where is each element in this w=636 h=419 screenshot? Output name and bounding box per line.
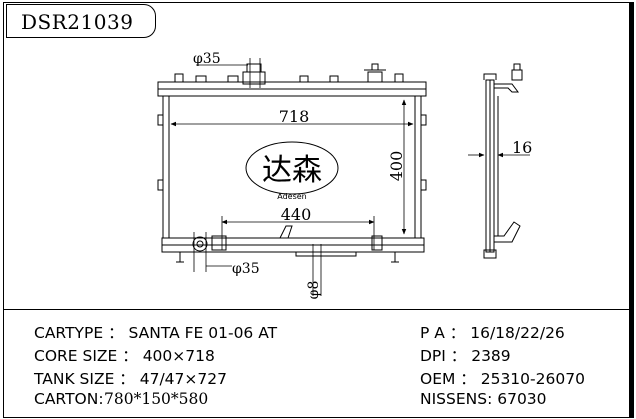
dim-bottom-diameter-leader [193,232,232,272]
spec-carton-label: CARTON: [34,390,104,408]
dim-inner-line [221,216,375,250]
logo-subtext: Adesen [277,192,307,201]
radiator-drawing: 718 400 440 φ35 φ35 φ8 达森 Adesen [157,51,532,300]
dim-height-label: 400 [387,151,406,182]
side-top-pipe [494,83,519,93]
side-bottom-pipe [494,221,521,243]
dim-small-diameter-leader [312,244,322,296]
drawing-frame [3,2,634,418]
dim-width-label: 718 [279,107,310,126]
bottom-feet [176,252,399,263]
brand-logo: 达森 Adesen [245,141,339,201]
part-number-title: DSR21039 [21,10,134,34]
spec-divider [3,309,631,310]
dim-inner-label: 440 [281,205,312,224]
dim-small-diameter-label: φ8 [306,281,322,300]
spec-dpi: DPI ： 2389 [420,347,511,365]
title-tab: DSR21039 [6,4,156,38]
side-filler-neck [511,63,523,81]
side-brackets [157,114,427,191]
side-view [483,63,523,259]
filler-neck [364,63,386,82]
spec-core-size: CORE SIZE ： 400×718 [34,347,215,365]
spec-carton-value: 780*150*580 [104,390,209,408]
spec-oem: OEM ： 25310-26070 [420,370,585,388]
dim-top-diameter-label: φ35 [193,51,221,67]
spec-cartype: CARTYPE ： SANTA FE 01-06 AT [34,324,278,342]
drain-plug [279,225,293,239]
dim-thickness-label: 16 [512,138,532,157]
spec-tank-size: TANK SIZE ： 47/47×727 [34,370,227,388]
bottom-outlet-left [192,236,208,252]
dim-top-diameter-leader [196,58,261,88]
top-tank-tabs [174,73,404,82]
frame-right-edge [629,2,633,418]
spec-nissens: NISSENS: 67030 [420,390,547,408]
front-view [157,63,427,263]
spec-pa: P A ： 16/18/22/26 [420,324,565,342]
dim-bottom-diameter-label: φ35 [232,261,260,277]
logo-chinese-text: 达森 [262,153,322,188]
